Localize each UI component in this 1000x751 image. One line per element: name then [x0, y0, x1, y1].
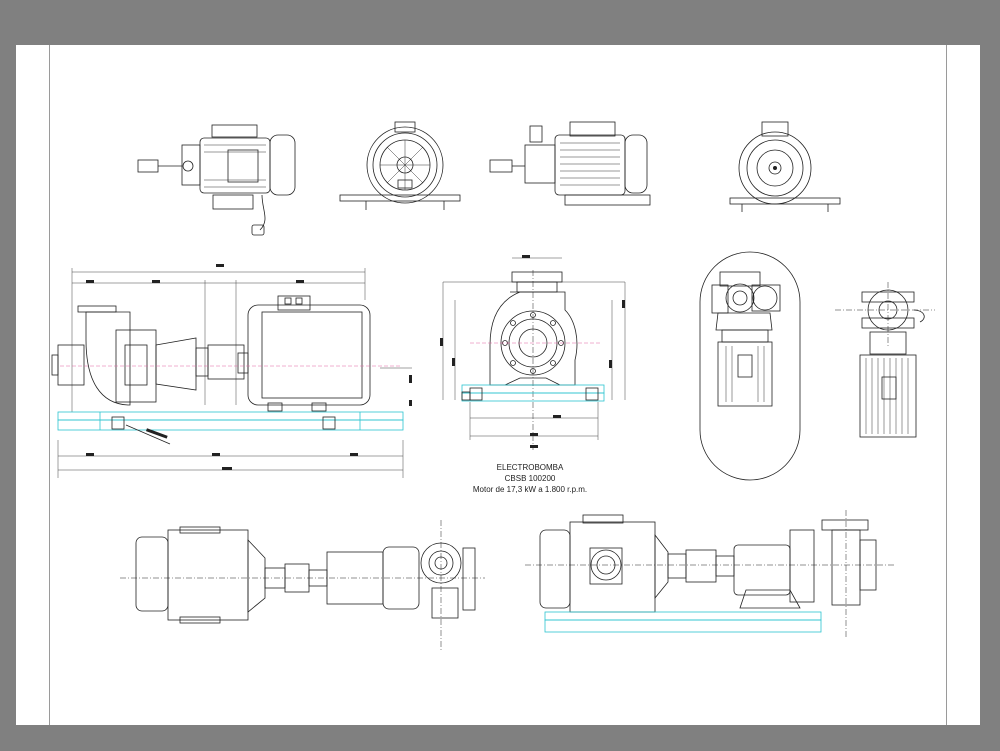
sheet-right-margin	[946, 45, 980, 725]
small-pump-front-view-2	[729, 121, 841, 212]
small-pump-side-view-2	[489, 121, 651, 206]
pump-assembly-side-view-right	[525, 510, 895, 637]
electrobomba-plan-view	[699, 251, 801, 481]
electrobomba-front-elevation	[440, 255, 626, 450]
drawing-model: CBSB 100200	[504, 474, 556, 483]
pump-assembly-top-view-left	[120, 520, 485, 650]
electrobomba-side-elevation	[51, 264, 412, 478]
sheet-left-margin	[16, 45, 50, 725]
motor-fins	[865, 358, 909, 434]
electrobomba-end-view	[835, 282, 935, 438]
small-pump-front-view-1	[339, 121, 461, 210]
drawing-motor-spec: Motor de 17,3 kW a 1.800 r.p.m.	[472, 485, 588, 494]
drawing-title: ELECTROBOMBA	[496, 463, 564, 472]
small-pump-side-view-1	[137, 124, 296, 236]
